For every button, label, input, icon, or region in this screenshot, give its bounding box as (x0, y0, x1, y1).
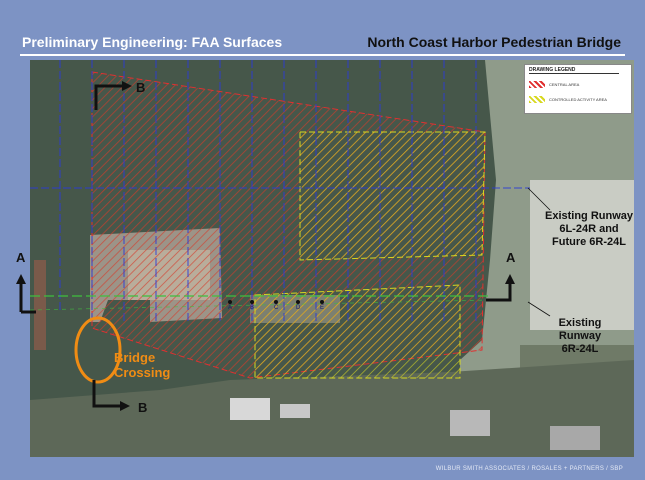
bridge-crossing-label: Bridge Crossing (114, 350, 171, 380)
legend-label-central: CENTRAL AREA (549, 82, 580, 87)
title-divider (20, 54, 625, 56)
section-a-left-arrow (16, 274, 36, 314)
shore-building-4 (550, 426, 600, 450)
aerial-map: DRAWING LEGEND CENTRAL AREA CONTROLLED A… (30, 60, 634, 457)
controlled-activity-area-south (254, 284, 461, 379)
runway-6l-leader (527, 187, 551, 211)
shore-building (230, 398, 270, 420)
credits-footer: WILBUR SMITH ASSOCIATES / ROSALES + PART… (435, 466, 623, 472)
station-label-c: C (274, 305, 279, 311)
section-b-top-label: B (136, 80, 146, 95)
section-b-bottom-arrow (92, 380, 122, 408)
section-b-top-arrow (94, 84, 124, 110)
section-a-right-arrowhead (505, 274, 515, 284)
legend-swatch-red (529, 81, 545, 88)
legend-label-controlled: CONTROLLED ACTIVITY AREA (549, 97, 607, 102)
runway-area (530, 180, 634, 330)
legend-item-controlled: CONTROLLED ACTIVITY AREA (529, 96, 629, 104)
station-label-e: E (320, 305, 325, 311)
slide-title: Preliminary Engineering: FAA Surfaces (22, 34, 283, 50)
project-title: North Coast Harbor Pedestrian Bridge (367, 34, 621, 50)
runway-6r-callout: Existing Runway 6R-24L (558, 317, 602, 355)
legend-item-central: CENTRAL AREA (529, 81, 629, 89)
elevation-grid (30, 60, 530, 322)
legend-title: DRAWING LEGEND (529, 67, 619, 74)
faa-surfaces-drawing (30, 60, 634, 457)
section-b-bottom-arrowhead (120, 401, 130, 411)
station-label-d: D (296, 305, 301, 311)
station-label-a: A (228, 305, 233, 311)
station-label-b: B (250, 305, 255, 311)
runway-6l-callout: Existing Runway 6L-24R and Future 6R-24L (544, 210, 634, 248)
bridge-crossing-ellipse (74, 316, 122, 384)
section-a-right-label: A (506, 250, 516, 265)
shore-building-3 (450, 410, 490, 436)
shore-building-2 (280, 404, 310, 418)
runway-6r-leader (527, 301, 551, 317)
section-a-left-label: A (16, 250, 26, 265)
drawing-legend: DRAWING LEGEND CENTRAL AREA CONTROLLED A… (524, 64, 632, 114)
section-b-top-arrowhead (122, 81, 132, 91)
section-b-bottom-label: B (138, 400, 148, 415)
station-points (228, 300, 324, 304)
moored-ship (34, 260, 46, 350)
legend-swatch-yellow (529, 96, 545, 103)
section-a-right-arrow (486, 282, 512, 302)
controlled-activity-area-north (299, 131, 486, 261)
